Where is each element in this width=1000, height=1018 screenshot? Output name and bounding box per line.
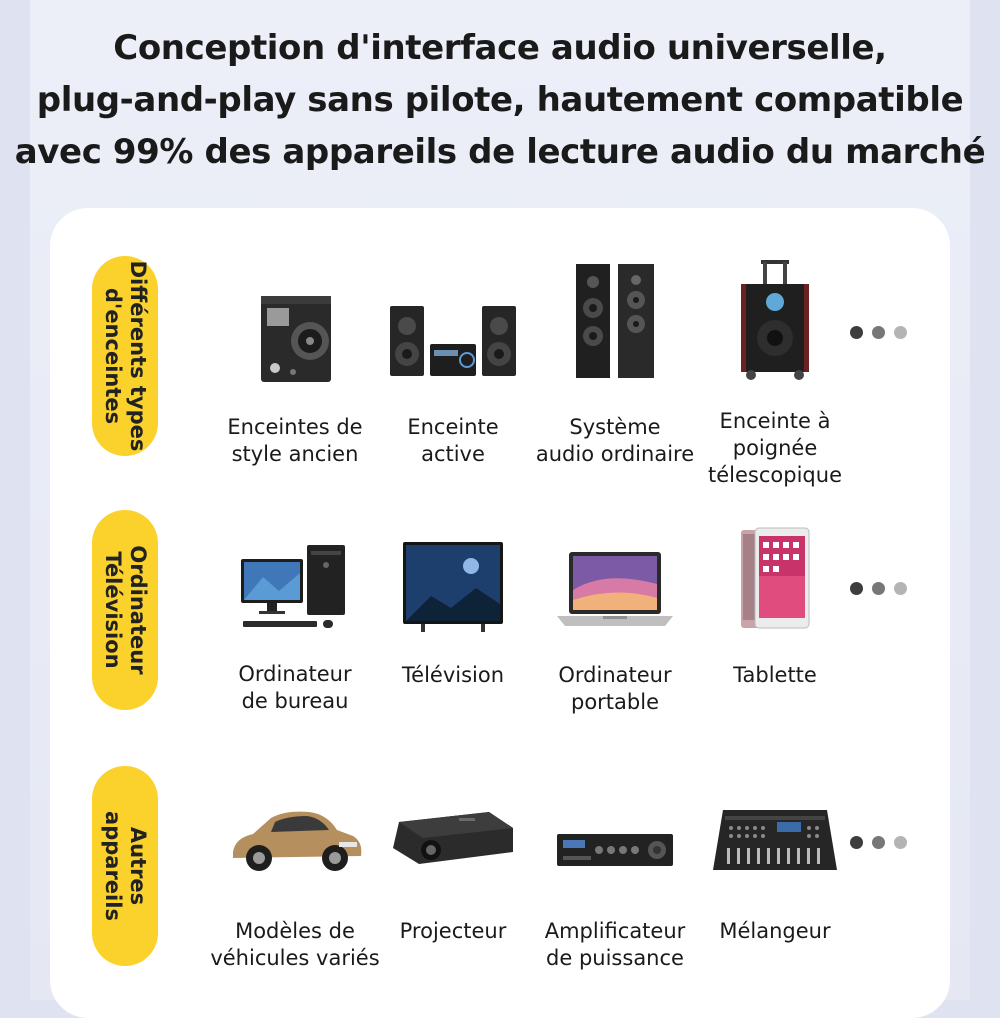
device-label-line-1: Enceinte à xyxy=(719,409,831,433)
device-tower-speaker: Système audio ordinaire xyxy=(525,260,705,466)
category-title-line-1: Différents types xyxy=(126,260,150,452)
category-title-line-2: Télévision xyxy=(101,551,125,669)
category-pill-computer-tv: Ordinateur Télévision xyxy=(92,510,158,710)
device-label-line-2: poignée xyxy=(732,436,818,460)
category-title-line-1: Ordinateur xyxy=(126,545,150,675)
mixer-icon xyxy=(713,810,837,870)
device-label-line-2: véhicules variés xyxy=(210,946,380,970)
more-devices-dots xyxy=(850,836,910,850)
dot-mid xyxy=(872,326,885,339)
device-label-line-1: Mélangeur xyxy=(719,919,831,943)
device-label-line-2: audio ordinaire xyxy=(535,442,695,466)
car-icon xyxy=(233,811,362,871)
device-label-line-1: Télévision xyxy=(401,663,505,687)
device-label-line-1: Enceintes de xyxy=(227,415,363,439)
device-compatibility-card: Différents types d'enceintes Enceintes d… xyxy=(50,208,950,1018)
device-label-line-2: de bureau xyxy=(241,689,349,713)
device-label-line-1: Ordinateur xyxy=(558,663,672,687)
television-icon xyxy=(403,542,503,632)
device-label-line-1: Projecteur xyxy=(399,919,507,943)
category-pill-speakers: Différents types d'enceintes xyxy=(92,256,158,456)
headline: Conception d'interface audio universelle… xyxy=(0,22,1000,178)
category-title-line-1: Autres xyxy=(126,826,150,906)
device-amplifier: Amplificateur de puissance xyxy=(525,830,705,970)
desktop-computer-icon xyxy=(241,545,345,628)
headline-line-3: avec 99% des appareils de lecture audio … xyxy=(14,132,986,172)
device-label-line-2: style ancien xyxy=(231,442,359,466)
device-active-speaker: Enceinte active xyxy=(363,286,543,466)
laptop-icon xyxy=(557,552,673,626)
dot-dark xyxy=(850,582,863,595)
device-television: Télévision xyxy=(363,538,543,687)
device-label-line-2: active xyxy=(421,442,485,466)
device-desktop-computer: Ordinateur de bureau xyxy=(205,543,385,713)
device-mixer: Mélangeur xyxy=(685,808,865,943)
amplifier-icon xyxy=(557,834,673,866)
device-tablet: Tablette xyxy=(685,526,865,687)
device-label-line-1: Ordinateur xyxy=(238,662,352,686)
device-label-line-1: Système xyxy=(569,415,661,439)
dot-dark xyxy=(850,836,863,849)
dot-mid xyxy=(872,836,885,849)
headline-line-2: plug-and-play sans pilote, hautement com… xyxy=(36,80,964,120)
device-car: Modèles de véhicules variés xyxy=(205,800,385,970)
dot-mid xyxy=(872,582,885,595)
device-label-line-2: de puissance xyxy=(546,946,684,970)
device-label-line-3: télescopique xyxy=(708,463,842,487)
device-label-line-1: Modèles de xyxy=(235,919,355,943)
more-devices-dots xyxy=(850,582,910,596)
category-title-line-2: d'enceintes xyxy=(101,287,125,425)
vintage-speaker-icon xyxy=(261,296,331,382)
device-label-line-2: portable xyxy=(571,690,659,714)
device-vintage-speaker: Enceintes de style ancien xyxy=(205,286,385,466)
more-devices-dots xyxy=(850,326,910,340)
tower-speaker-icon xyxy=(576,264,654,378)
projector-icon xyxy=(393,812,513,864)
device-label-line-1: Enceinte xyxy=(407,415,499,439)
tablet-icon xyxy=(741,527,810,629)
dot-light xyxy=(894,836,907,849)
dot-dark xyxy=(850,326,863,339)
dot-light xyxy=(894,326,907,339)
dot-light xyxy=(894,582,907,595)
category-title-line-2: appareils xyxy=(101,811,125,921)
device-label-line-1: Amplificateur xyxy=(544,919,686,943)
active-speaker-icon xyxy=(390,306,516,376)
trolley-speaker-icon xyxy=(741,260,809,380)
device-laptop: Ordinateur portable xyxy=(525,550,705,714)
device-projector: Projecteur xyxy=(363,808,543,943)
device-trolley-speaker: Enceinte à poignée télescopique xyxy=(685,258,865,487)
headline-line-1: Conception d'interface audio universelle… xyxy=(113,28,887,68)
category-pill-other-devices: Autres appareils xyxy=(92,766,158,966)
device-label-line-1: Tablette xyxy=(733,663,817,687)
